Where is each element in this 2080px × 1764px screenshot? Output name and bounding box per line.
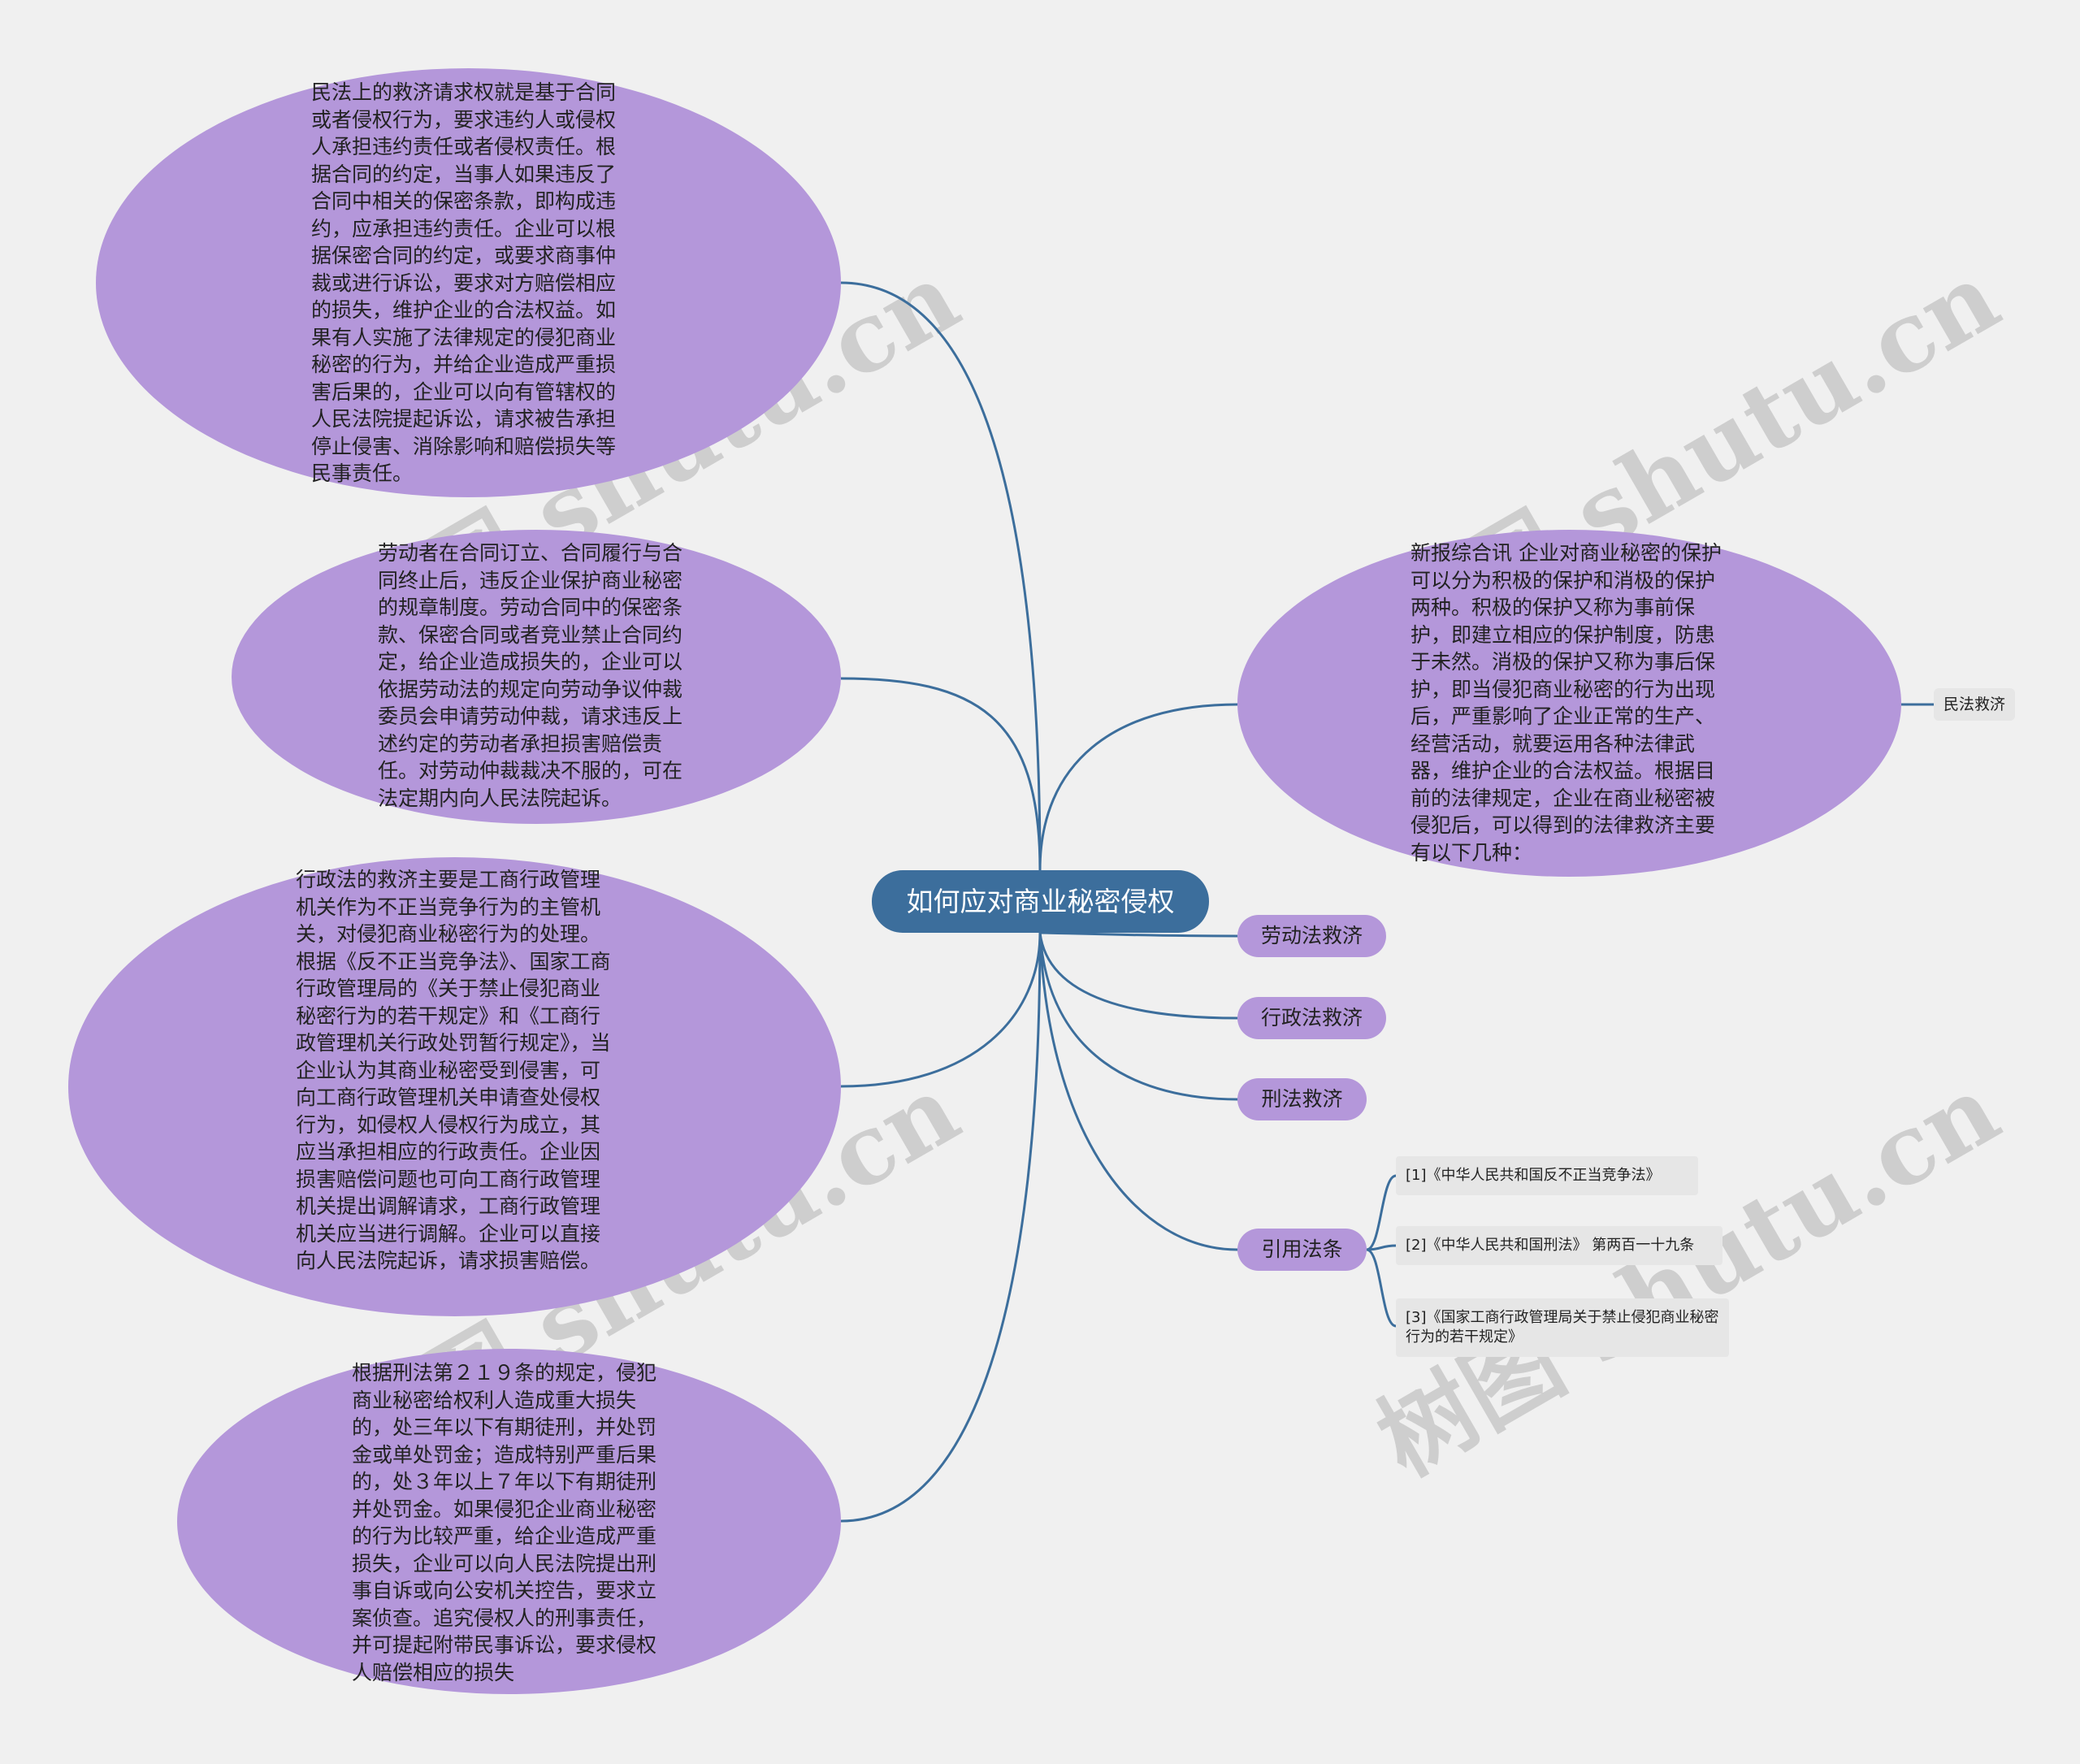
root-topic[interactable]: 如何应对商业秘密侵权 xyxy=(872,870,1209,933)
connector-criminal xyxy=(840,932,1042,1523)
admin-remedy-bubble: 行政法的救济主要是工商行政管理机关作为不正当竞争行为的主管机关，对侵犯商业秘密行… xyxy=(68,857,841,1316)
overview-text: 新报综合讯 企业对商业秘密的保护可以分为积极的保护和消极的保护两种。积极的保护又… xyxy=(1410,541,1722,865)
civil-remedy-text: 民法上的救济请求权就是基于合同或者侵权行为，要求违约人或侵权人承担违约责任或者侵… xyxy=(311,80,617,485)
criminal-remedy-bubble: 根据刑法第２１９条的规定，侵犯商业秘密给权利人造成重大损失的，处三年以下有期徒刑… xyxy=(177,1349,841,1694)
reference-item: [2]《中华人民共和国刑法》 第两百一十九条 xyxy=(1396,1226,1722,1265)
sub-node-labor[interactable]: 劳动法救济 xyxy=(1237,915,1386,957)
connector-admin xyxy=(840,932,1042,1088)
civil-remedy-leaf[interactable]: 民法救济 xyxy=(1934,688,2016,721)
sub-node-criminal[interactable]: 刑法救济 xyxy=(1237,1078,1367,1120)
overview-bubble: 新报综合讯 企业对商业秘密的保护可以分为积极的保护和消极的保护两种。积极的保护又… xyxy=(1237,530,1901,877)
labor-remedy-text: 劳动者在合同订立、合同履行与合同终止后，违反企业保护商业秘密的规章制度。劳动合同… xyxy=(378,541,683,810)
connector-sub-refs xyxy=(1038,932,1238,1251)
reference-item: [1]《中华人民共和国反不正当竞争法》 xyxy=(1396,1156,1698,1195)
connector-right xyxy=(1038,703,1238,871)
connector-ref-3 xyxy=(1366,1248,1397,1328)
connector-sub-admin xyxy=(1038,932,1238,1020)
criminal-remedy-text: 根据刑法第２１９条的规定，侵犯商业秘密给权利人造成重大损失的，处三年以下有期徒刑… xyxy=(352,1361,657,1684)
admin-remedy-text: 行政法的救济主要是工商行政管理机关作为不正当竞争行为的主管机关，对侵犯商业秘密行… xyxy=(296,868,611,1272)
connector-sub-labor xyxy=(1039,931,1238,938)
labor-remedy-bubble: 劳动者在合同订立、合同履行与合同终止后，违反企业保护商业秘密的规章制度。劳动合同… xyxy=(232,530,841,824)
connector-sub-criminal xyxy=(1038,932,1238,1101)
connector-ref-2 xyxy=(1366,1244,1397,1251)
connector-civil xyxy=(840,281,1042,871)
sub-node-references[interactable]: 引用法条 xyxy=(1237,1229,1367,1271)
sub-node-admin[interactable]: 行政法救济 xyxy=(1237,997,1386,1039)
connector-ref-1 xyxy=(1366,1174,1397,1251)
civil-remedy-bubble: 民法上的救济请求权就是基于合同或者侵权行为，要求违约人或侵权人承担违约责任或者侵… xyxy=(96,68,841,497)
connector-labor xyxy=(840,677,1042,871)
reference-item: [3]《国家工商行政管理局关于禁止侵犯商业秘密行为的若干规定》 xyxy=(1396,1298,1729,1357)
